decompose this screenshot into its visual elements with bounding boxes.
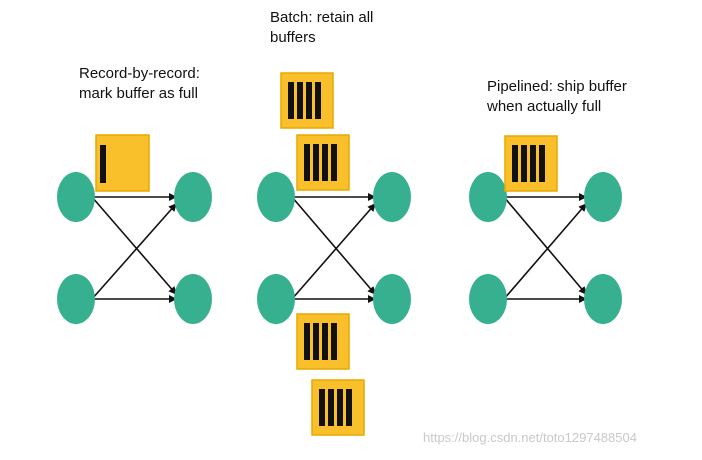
target-node [373, 172, 411, 222]
target-node [584, 172, 622, 222]
source-node [57, 172, 95, 222]
edge [91, 196, 177, 295]
batch-graph [257, 72, 411, 436]
source-node [257, 274, 295, 324]
record-by-record-caption: Record-by-record: mark buffer as full [79, 65, 200, 102]
buffer-full [296, 134, 350, 191]
source-node [469, 274, 507, 324]
batch-caption: Batch: retain all buffers [270, 9, 374, 46]
buffer-partial [95, 134, 150, 192]
record-by-record-graph [57, 134, 212, 324]
target-node [174, 172, 212, 222]
source-node [469, 172, 507, 222]
edge [91, 203, 177, 300]
watermark-text: https://blog.csdn.net/toto1297488504 [423, 430, 637, 445]
buffer-record-bar [100, 145, 106, 183]
buffer-full [280, 72, 334, 129]
buffer-full [296, 313, 350, 370]
target-node [174, 274, 212, 324]
buffer-full [504, 135, 558, 192]
target-node [584, 274, 622, 324]
edge [503, 203, 587, 300]
edge [291, 203, 376, 300]
edge [291, 196, 376, 295]
buffer-full [311, 379, 365, 436]
pipelined-graph [469, 135, 622, 324]
edge [503, 196, 587, 295]
pipelined-caption: Pipelined: ship buffer when actually ful… [487, 78, 627, 115]
source-node [57, 274, 95, 324]
source-node [257, 172, 295, 222]
target-node [373, 274, 411, 324]
